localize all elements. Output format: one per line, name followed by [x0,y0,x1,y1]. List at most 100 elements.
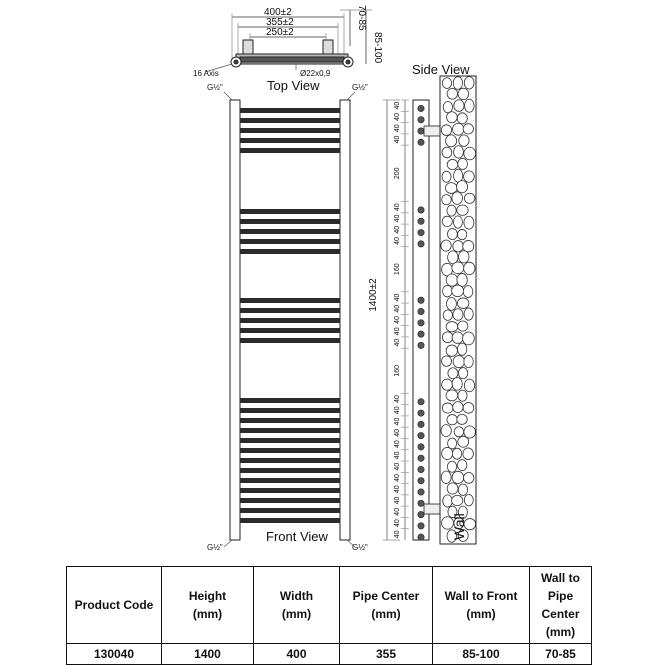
towel-bar [240,498,340,503]
wall-stone [456,180,469,194]
towel-bar [240,518,340,523]
header-product-code: Product Code [66,566,162,644]
spacing-label: 40 [394,463,401,471]
cell-pipe-center: 355 [339,643,433,665]
spacing-label: 160 [394,365,401,377]
bar-dot [417,319,425,327]
wall-stone [441,516,454,530]
spacing-label: 40 [394,316,401,324]
wall-stone [451,471,465,484]
spacing-label: 160 [394,263,401,275]
header-width: Width(mm) [253,566,340,644]
spacing-label: 40 [394,203,401,211]
wall-stone [441,355,452,367]
towel-bar [240,128,340,133]
wall-stone [442,309,453,321]
header-height: Height(mm) [161,566,254,644]
wall-stone [452,122,465,136]
side-view: 4040404020040404040160404040404016040404… [383,75,477,545]
wall-stone [446,111,458,124]
wall-stone [463,215,475,230]
wall-stone [456,112,468,125]
wall-stone [453,99,465,112]
wall-stone [442,101,453,114]
wall-stone [452,76,463,90]
wall-stone [462,447,474,460]
left-rail [229,99,241,541]
wall-stone [457,342,468,356]
cell-height: 1400 [161,643,254,665]
thread-label-bottom-right: G½" [352,543,368,552]
wall-stone [447,367,459,380]
wall-stone [452,308,464,321]
wall-stone [457,320,469,332]
technical-drawing: 400±2 355±2 250±2 70-85 85-100 Ø22x0,9 1… [193,5,477,552]
towel-bar [240,219,340,224]
towel-bars [240,108,340,523]
spacing-label: 40 [394,135,401,143]
wall-stone [441,146,453,159]
top-view-title: Top View [267,78,320,93]
wall-stone [451,331,464,344]
wall-stone [440,424,452,438]
towel-bar [240,138,340,143]
towel-bar [240,338,340,343]
spec-table: Product Code Height(mm) Width(mm) Pipe C… [66,566,592,665]
towel-bar [240,298,340,303]
spacing-label: 40 [394,519,401,527]
towel-bar [240,408,340,413]
wall-stone [458,367,469,380]
wall-stone [463,425,476,439]
spacing-label: 40 [394,293,401,301]
pipe-diameter-label: Ø22x0,9 [300,69,331,78]
cell-width: 400 [253,643,340,665]
bar-dot [417,398,425,406]
wall-stone [451,377,463,391]
wall-stone [456,204,469,216]
wall-stone [457,483,468,496]
bar-dot [417,499,425,507]
wall-stone [464,192,476,204]
spacing-label: 40 [394,508,401,516]
wall-stone [447,460,458,473]
wall-stone [441,331,454,344]
bar-section-dots [417,104,425,541]
wall-stone [441,447,454,460]
towel-bar [240,249,340,254]
top-dim-wall-to-front: 85-100 [372,32,383,64]
spacing-label: 40 [394,406,401,414]
wall-stone [463,518,477,531]
spacing-label: 40 [394,429,401,437]
spacing-label: 40 [394,226,401,234]
towel-bar [240,428,340,433]
wall-stone [453,145,464,159]
wall-stone [447,250,459,265]
wall-stone [457,389,468,402]
wall-stone [453,168,464,183]
wall-stone [457,459,468,471]
spacing-label: 40 [394,305,401,313]
wall-stone [441,77,453,89]
spacing-label: 40 [394,237,401,245]
wall-stone [441,194,452,206]
wall-stone [441,170,452,183]
bar-dot [417,432,425,440]
wall-stone [464,98,475,113]
top-view [204,9,372,73]
wall-stone [456,413,468,425]
bar-dot [417,104,425,112]
axis-label: 16 Axis [193,69,219,78]
wall-stone [463,307,474,321]
bar-dot [417,127,425,135]
lower-bracket [423,503,443,515]
bar-dot [417,206,425,214]
towel-bar [240,118,340,123]
bar-dot [417,522,425,530]
spacing-label: 40 [394,440,401,448]
right-rail [339,99,351,541]
top-dim-pipe-center: 355±2 [266,17,294,28]
wall-stone [457,297,470,309]
wall-stone [458,250,470,264]
wall-stone [458,134,470,147]
wall-stone [445,344,458,357]
